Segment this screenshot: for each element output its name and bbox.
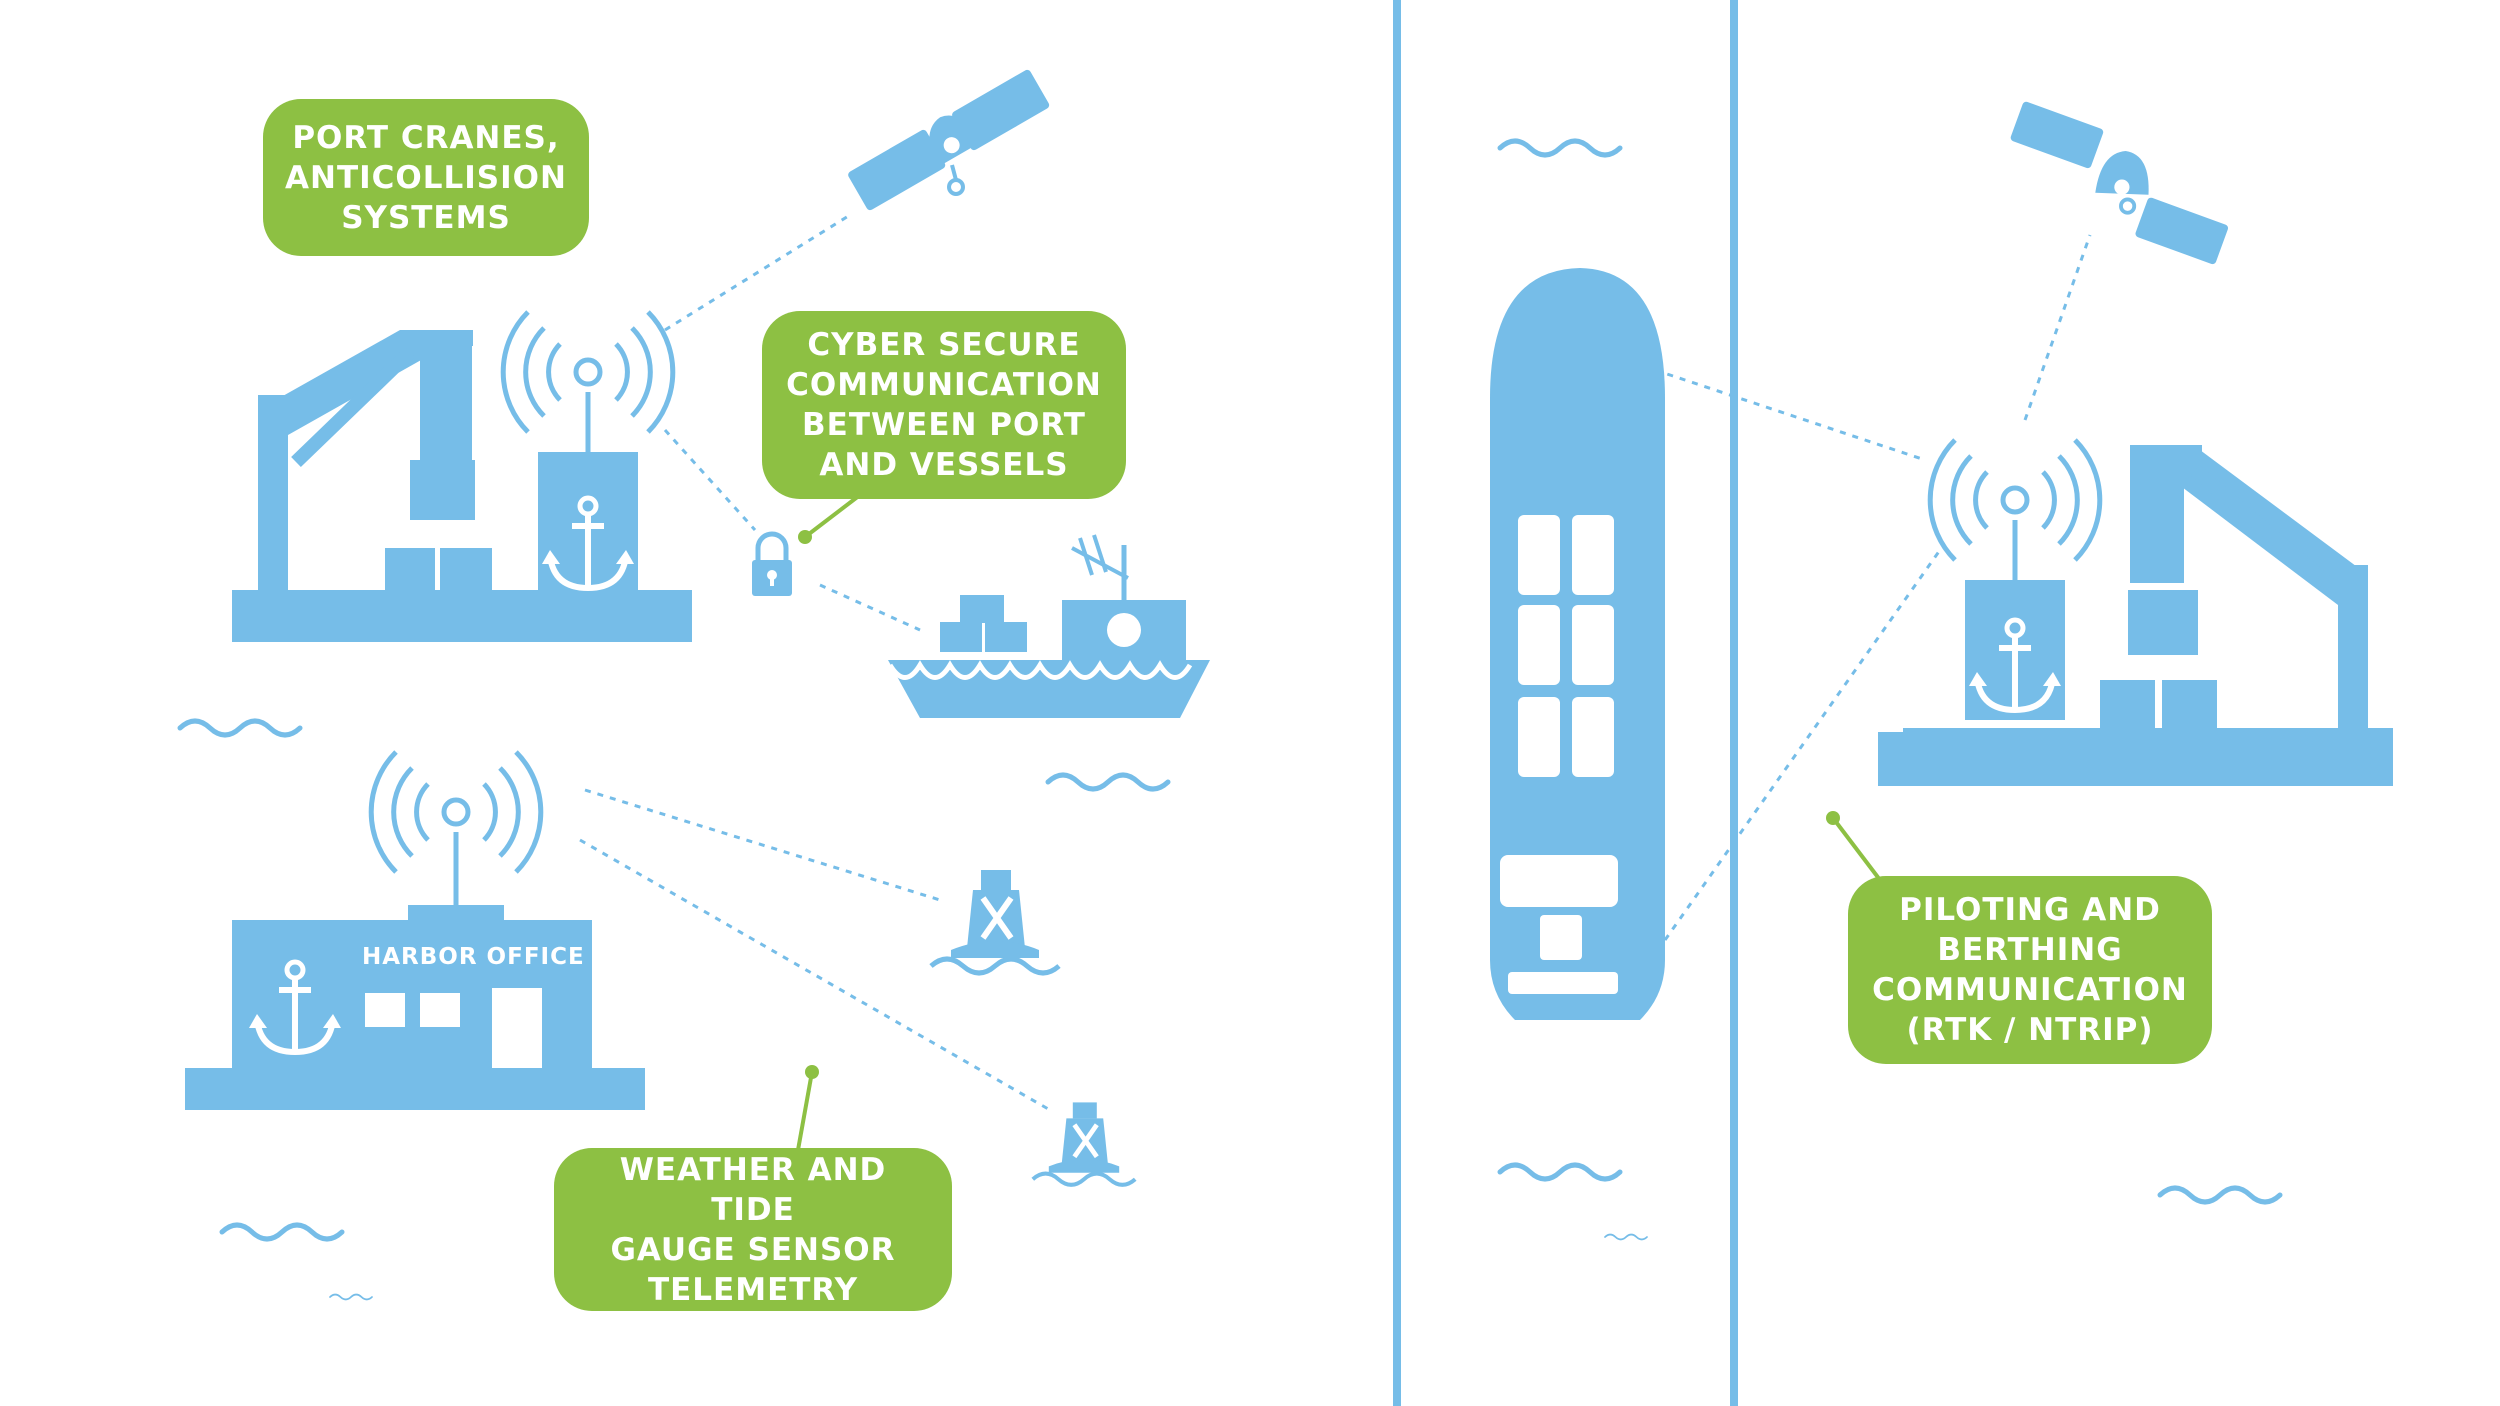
label-piloting: PILOTING AND BERTHING COMMUNICATION (RTK… xyxy=(1848,876,2212,1064)
label-weather-tide: WEATHER AND TIDE GAUGE SENSOR TELEMETRY xyxy=(554,1148,952,1311)
harbor-office-building xyxy=(185,832,645,1110)
pointer-dot xyxy=(805,1065,819,1079)
harbor-office-label: HARBOR OFFICE xyxy=(362,944,585,970)
pointer-dot xyxy=(1826,811,1840,825)
buoy-icon xyxy=(931,870,1059,973)
label-pointers xyxy=(796,493,1882,1151)
tower-right xyxy=(1965,520,2065,720)
satellite-icon xyxy=(844,66,1053,214)
label-cyber-secure: CYBER SECURE COMMUNICATION BETWEEN PORT … xyxy=(762,311,1126,499)
container-ship-icon xyxy=(1490,268,1665,1020)
wave-icon xyxy=(1604,1233,1648,1241)
wave-icon xyxy=(222,1225,342,1239)
wave-icon xyxy=(1048,775,1168,789)
wave-icon xyxy=(180,721,300,735)
lock-icon xyxy=(752,531,792,596)
label-port-cranes: PORT CRANES, ANTICOLLISION SYSTEMS xyxy=(263,99,589,256)
buoy-icon xyxy=(1033,1102,1135,1184)
tower-left xyxy=(538,392,638,602)
wave-icon xyxy=(1500,141,1620,155)
satellite-icon xyxy=(2010,101,2228,265)
wave-icons xyxy=(180,141,2280,1301)
crane-icon-right xyxy=(1878,445,2393,786)
wave-icon xyxy=(2160,1188,2280,1202)
connection-lines xyxy=(579,213,2092,1112)
wave-icon xyxy=(329,1293,373,1301)
fishing-boat-icon xyxy=(887,534,1210,718)
pointer-dot xyxy=(798,530,812,544)
wave-icon xyxy=(1500,1165,1620,1179)
